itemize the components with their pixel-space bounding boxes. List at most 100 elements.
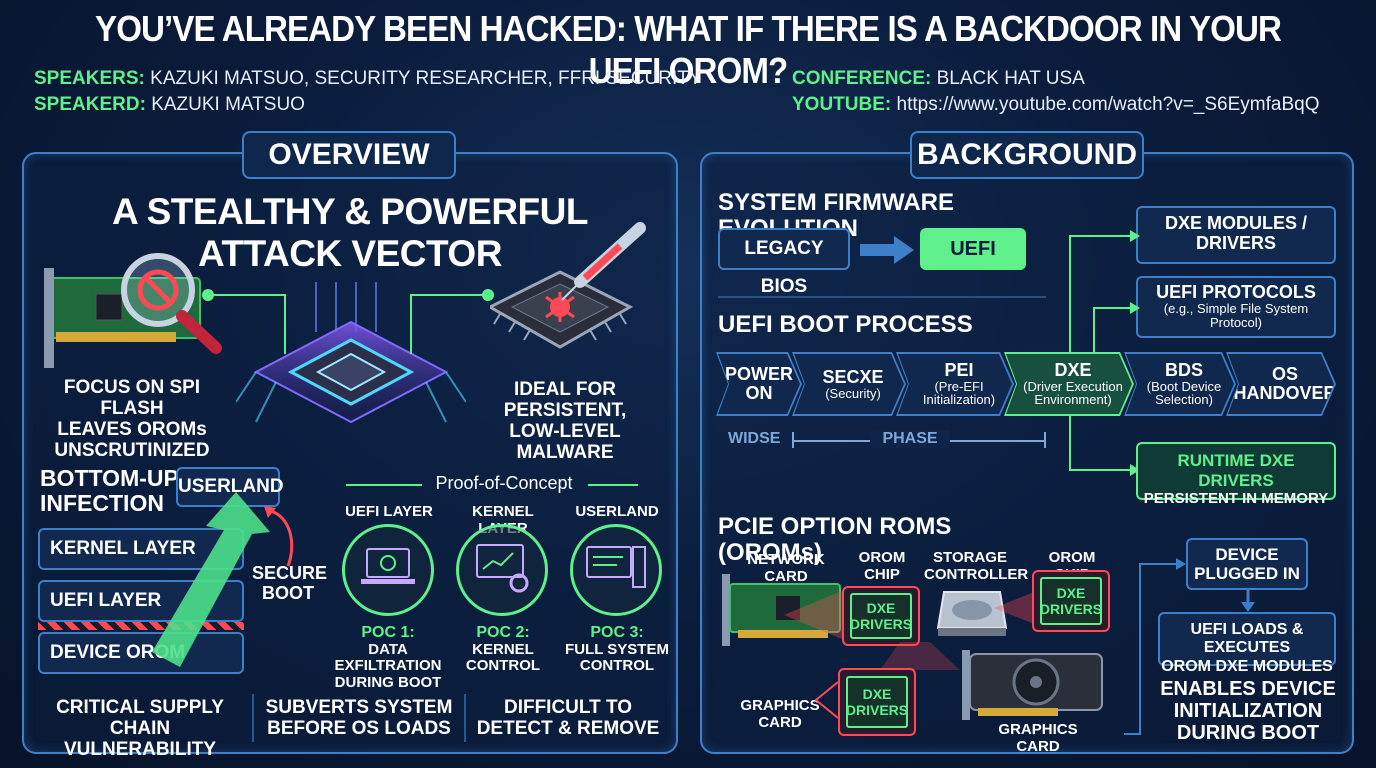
enables-text: ENABLES DEVICE INITIALIZATION DURING BOO… [1150,678,1346,744]
dxe-modules-line-2: DRIVERS [1195,232,1276,253]
phase-os-handover: OS HANDOVER [1226,352,1336,416]
connector-left [206,294,286,296]
uefi-loads-box: UEFI LOADS & EXECUTES OROM DXE MODULES [1158,612,1336,675]
orom-title: PCIE OPTION ROMS (OROMs) [718,513,952,567]
runtime-dxe-sub: PERSISTENT IN MEMORY [1143,490,1329,508]
uefi-loads-line-1: UEFI LOADS & EXECUTES [1190,621,1304,657]
userland-box: USERLAND [176,467,284,507]
poc3-text: POC 3: FULL SYSTEM CONTROL [562,624,672,675]
phase-secxe: SECXE (Security) [792,352,906,416]
enables-line-2: INITIALIZATION [1173,700,1323,722]
overview-headline-2: ATTACK VECTOR [198,233,502,274]
bottom-point-2-line-1: SUBVERTS SYSTEM [265,697,453,718]
orom-chip-1-line-2: DRIVERS [849,616,913,632]
poc1-title: POC 1: [361,624,415,641]
infection-title-line-2: INFECTION [40,490,164,517]
kernel-layer-box: KERNEL LAYER [38,528,244,570]
left-caption: FOCUS ON SPI FLASH LEAVES OROMs UNSCRUTI… [34,377,230,462]
poc-line-right [588,484,638,486]
uefi-protocols-box: UEFI PROTOCOLS (e.g., Simple File System… [1136,276,1336,338]
left-caption-line-2: LEAVES OROMs [57,418,207,440]
red-pointer [814,681,839,719]
phase-dxe-sub-2: Environment) [1034,392,1112,408]
poc2-circle [456,524,548,616]
poc1-desc-2: DURING BOOT [334,673,442,691]
bottom-point-3-line-1: DIFFICULT TO [503,697,633,718]
dxe-modules-box: DXE MODULES / DRIVERS [1136,206,1336,264]
page-title: YOU’VE ALREADY BEEN HACKED: WHAT IF THER… [95,8,1282,91]
device-plugged-box: DEVICE PLUGGED IN [1186,538,1308,590]
phase-bds-title: BDS [1164,359,1203,380]
poc1-circle [342,524,434,616]
boot-process-title: UEFI BOOT PROCESS [718,311,973,338]
speakerd-label: SPEAKERD: [34,94,146,115]
red-beam-2 [994,588,1044,628]
poc2-desc-2: CONTROL [465,657,541,675]
youtube-line: YOUTUBE: https://www.youtube.com/watch?v… [792,94,1319,116]
phase-label: PHASE [870,430,950,448]
dxe-branch-connectors [1069,230,1140,476]
phase-bds: BDS (Boot Device Selection) [1124,352,1236,416]
poc3-desc-2: CONTROL [579,657,655,675]
speakers-label: SPEAKERS: [34,68,145,89]
conference-line: CONFERENCE: BLACK HAT USA [792,68,1085,90]
down-arrow-icon [1241,590,1255,612]
device-plugged-line-1: DEVICE [1215,545,1279,564]
pci-card-magnifier-icon [44,253,222,368]
phase-secxe-title: SECXE [822,366,884,387]
network-card-icon [722,574,841,646]
phase-os-handover-line-2: HANDOVER [1233,383,1337,403]
graphics-card-left-line-2: CARD [758,713,802,731]
youtube-label: YOUTUBE: [792,94,892,115]
orom-chip-label-1: OROM [858,549,906,566]
phase-pei-sub-2: Initialization) [922,392,996,408]
right-arrow-icon [860,236,914,264]
graphics-card-icon [962,650,1103,720]
uefi-loads-line-2: OROM DXE MODULES [1161,657,1333,675]
graphics-card-left-line-1: GRAPHICS [740,697,820,714]
phase-secxe-sub: (Security) [825,385,881,401]
enables-line-3: DURING BOOT [1176,722,1320,744]
network-card-label: NETWORK CARD [747,551,825,585]
phase-power-on-line-2: ON [745,383,773,403]
speakerd-line: SPEAKERD: KAZUKI MATSUO [34,94,305,116]
bottom-point-3: DIFFICULT TO DETECT & REMOVE [476,697,660,740]
right-caption: IDEAL FOR PERSISTENT, LOW-LEVEL MALWARE [460,379,670,464]
graphics-card-left-label: GRAPHICS CARD [740,697,820,731]
youtube-link[interactable]: https://www.youtube.com/watch?v=_S6Eymfa… [896,94,1320,115]
poc3-arc: USERLAND [575,503,659,520]
connector-right-down [410,294,412,354]
speakers-line: SPEAKERS: KAZUKI MATSUO, SECURITY RESEAR… [34,68,702,90]
phase-bds-sub-1: (Boot Device [1146,378,1222,394]
phase-span-tick-right [1044,432,1046,448]
phase-dxe-sub-1: (Driver Execution [1023,378,1123,394]
device-orom-box: DEVICE OROM [38,632,244,674]
orom-chip-label: OROM CHIP [854,549,910,583]
glowing-chip-icon [236,282,466,424]
storage-controller-line-1: STORAGE [933,549,1007,566]
uefi-protocols-title: UEFI PROTOCOLS [1156,282,1316,302]
poc2-text: POC 2: KERNEL CONTROL [448,624,558,675]
poc1-desc-1: DATA EXFILTRATION [334,640,442,675]
secure-boot-line-1: SECURE [252,563,328,583]
phase-pei-title: PEI [944,359,974,380]
red-chip-link [880,642,960,670]
phase-bds-sub-2: Selection) [1155,392,1213,408]
phase-pei: PEI (Pre-EFI Initialization) [896,352,1014,416]
desktop-system-icon [586,546,646,588]
uefi-protocols-sub-1: (e.g., Simple File System [1163,300,1309,316]
runtime-dxe-box: RUNTIME DXE DRIVERS PERSISTENT IN MEMORY [1136,442,1336,507]
bottom-point-1-line-2: CHAIN VULNERABILITY [64,717,216,760]
storage-controller-line-2: CONTROLLER [924,565,1029,583]
evolution-divider [718,296,1046,298]
storage-controller-label: STORAGE CONTROLLER [924,549,1029,583]
right-caption-line-1: IDEAL FOR PERSISTENT, [503,379,627,421]
poc1-arc: UEFI LAYER [345,503,433,520]
left-caption-line-3: UNSCRUTINIZED [54,439,210,461]
phase-power-on: POWER ON [716,352,802,416]
poc3-desc-1: FULL SYSTEM [565,640,669,658]
